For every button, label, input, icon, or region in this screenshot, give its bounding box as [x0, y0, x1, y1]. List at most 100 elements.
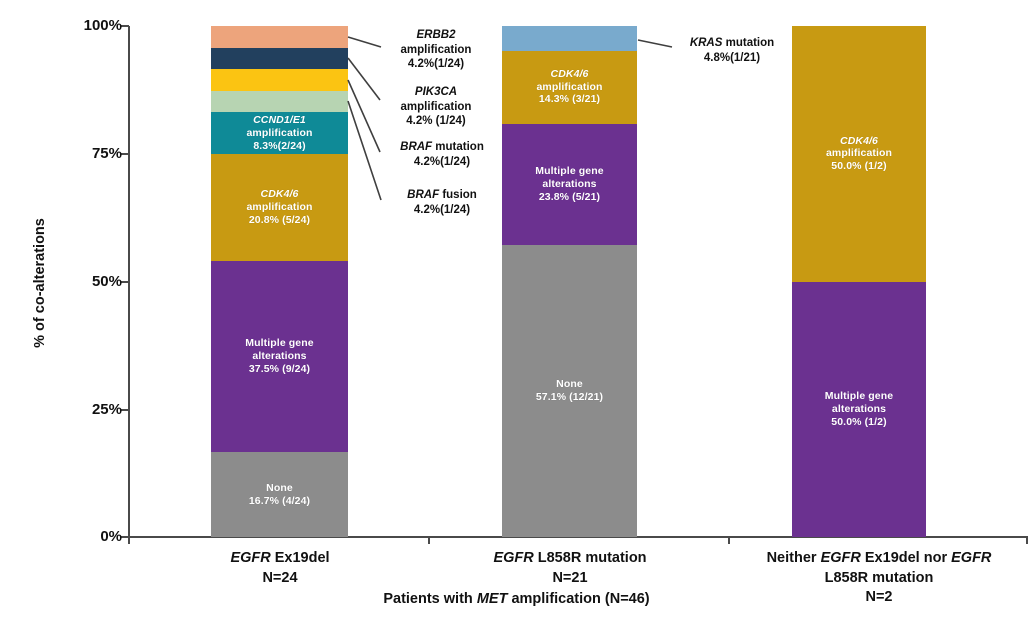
segment-label: CDK4/6 amplification 14.3% (3/21)	[534, 68, 604, 106]
callout-gene: PIK3CA	[414, 86, 458, 98]
y-tick-label-50: 50%	[91, 273, 122, 290]
segment-ccnd1-e1-amplification[interactable]: CCND1/E1 amplification 8.3%(2/24)	[211, 112, 348, 155]
segment-name-line2: alterations	[831, 402, 887, 415]
callout-gene: ERBB2	[416, 29, 456, 41]
segment-erbb2-amplification[interactable]	[211, 26, 348, 48]
segment-pct: 16.7% (4/24)	[248, 494, 311, 507]
segment-label: CDK4/6 amplification 20.8% (5/24)	[244, 188, 314, 226]
y-tick-0	[121, 536, 129, 538]
callout-gene: KRAS	[689, 37, 723, 49]
y-tick-label-0: 0%	[100, 528, 122, 545]
segment-cdk46-amplification[interactable]: CDK4/6 amplification 50.0% (1/2)	[792, 26, 926, 282]
segment-desc: amplification	[246, 126, 313, 139]
callout-braf-fusion: BRAF fusion 4.2%(1/24)	[381, 188, 503, 217]
callout-erbb2: ERBB2 amplification 4.2%(1/24)	[381, 28, 491, 72]
segment-multiple-gene-alterations[interactable]: Multiple gene alterations 37.5% (9/24)	[211, 260, 348, 453]
category-mid: Ex19del nor	[860, 550, 952, 566]
segment-name: None	[556, 378, 583, 391]
segment-pct: 50.0% (1/2)	[831, 160, 887, 173]
callout-desc: fusion	[442, 189, 477, 201]
segment-name-line2: alterations	[252, 350, 307, 363]
leader-kras	[637, 39, 673, 48]
segment-name: None	[266, 481, 293, 494]
segment-pct: 23.8% (5/21)	[538, 190, 601, 203]
x-axis-title-pre: Patients with	[383, 591, 477, 607]
y-axis-line	[128, 26, 130, 538]
category-n: N=2	[865, 589, 893, 606]
category-pre: Neither	[766, 550, 821, 566]
callout-gene: BRAF	[407, 189, 440, 201]
callout-pik3ca: PIK3CA amplification 4.2% (1/24)	[381, 85, 491, 129]
leader-braf-fusion	[347, 100, 382, 201]
segment-gene-name: CCND1/E1	[253, 114, 306, 126]
y-tick-100	[121, 25, 129, 27]
segment-pct: 57.1% (12/21)	[535, 391, 604, 404]
x-tick-right	[1026, 536, 1028, 544]
segment-gene-name: CDK4/6	[260, 188, 299, 201]
y-tick-label-25: 25%	[91, 401, 122, 418]
category-gene-2: EGFR	[951, 550, 992, 566]
segment-pct: 14.3% (3/21)	[538, 93, 601, 106]
y-tick-25	[121, 409, 129, 411]
segment-name-line1: Multiple gene	[824, 390, 894, 403]
callout-desc: amplification	[400, 100, 472, 113]
x-axis-title-post: amplification (N=46)	[507, 591, 650, 607]
category-gene: EGFR	[493, 550, 534, 566]
segment-none[interactable]: None 16.7% (4/24)	[211, 452, 348, 537]
callout-desc: mutation	[725, 37, 775, 49]
category-n: N=21	[552, 569, 588, 586]
segment-multiple-gene-alterations[interactable]: Multiple gene alterations 23.8% (5/21)	[502, 123, 637, 246]
callout-pct: 4.2% (1/24)	[406, 115, 466, 128]
y-axis-title: % of co-alterations	[32, 218, 48, 348]
segment-label: Multiple gene alterations 23.8% (5/21)	[533, 165, 605, 203]
leader-erbb2	[347, 36, 382, 48]
callout-desc: amplification	[400, 43, 472, 56]
x-tick-left	[128, 536, 130, 544]
segment-desc: amplification	[825, 147, 893, 160]
category-line2: L858R mutation	[824, 569, 934, 586]
segment-none[interactable]: None 57.1% (12/21)	[502, 245, 637, 537]
segment-label: CDK4/6 amplification 50.0% (1/2)	[824, 135, 894, 173]
category-gene-1: EGFR	[820, 550, 861, 566]
category-n: N=24	[262, 569, 298, 586]
segment-label: Multiple gene alterations 37.5% (9/24)	[243, 337, 315, 375]
segment-braf-fusion[interactable]	[211, 90, 348, 112]
category-label-egfr-ex19del: EGFR Ex19del N=24	[180, 549, 380, 588]
callout-pct: 4.8%(1/21)	[703, 51, 761, 64]
x-axis-title: Patients with MET amplification (N=46)	[0, 591, 1033, 607]
segment-multiple-gene-alterations[interactable]: Multiple gene alterations 50.0% (1/2)	[792, 281, 926, 537]
segment-braf-mutation[interactable]	[211, 69, 348, 91]
x-axis-line	[128, 536, 1028, 538]
callout-pct: 4.2%(1/24)	[413, 203, 471, 216]
callout-desc: mutation	[435, 141, 484, 153]
segment-kras-mutation[interactable]	[502, 26, 637, 51]
y-tick-label-75: 75%	[91, 145, 122, 162]
segment-gene-name: CDK4/6	[550, 67, 589, 80]
segment-name-line2: alterations	[542, 177, 597, 190]
category-label-egfr-l858r: EGFR L858R mutation N=21	[464, 549, 676, 588]
category-label-neither: Neither EGFR Ex19del nor EGFR L858R muta…	[731, 549, 1027, 608]
leader-braf-mutation	[347, 79, 381, 153]
segment-name-line1: Multiple gene	[245, 337, 314, 350]
category-gene: EGFR	[230, 550, 271, 566]
leader-pik3ca	[347, 57, 381, 101]
callout-kras: KRAS mutation 4.8%(1/21)	[668, 36, 796, 65]
segment-cdk46-amplification[interactable]: CDK4/6 amplification 14.3% (3/21)	[502, 50, 637, 124]
y-tick-50	[121, 281, 129, 283]
segment-label: Multiple gene alterations 50.0% (1/2)	[823, 390, 895, 428]
y-tick-label-100: 100%	[83, 17, 122, 34]
segment-name-line1: Multiple gene	[535, 165, 604, 178]
category-rest: L858R mutation	[533, 550, 647, 566]
segment-desc: amplification	[246, 201, 313, 214]
bar-egfr-ex19del[interactable]: CCND1/E1 amplification 8.3%(2/24) CDK4/6…	[211, 26, 348, 537]
y-tick-75	[121, 153, 129, 155]
segment-pik3ca-amplification[interactable]	[211, 47, 348, 69]
segment-cdk46-amplification[interactable]: CDK4/6 amplification 20.8% (5/24)	[211, 154, 348, 261]
bar-egfr-l858r[interactable]: CDK4/6 amplification 14.3% (3/21) Multip…	[502, 26, 637, 537]
x-axis-title-gene: MET	[476, 591, 508, 607]
segment-label: None 57.1% (12/21)	[534, 378, 605, 404]
segment-pct: 20.8% (5/24)	[248, 213, 311, 226]
x-tick-1	[428, 536, 430, 544]
bar-neither[interactable]: CDK4/6 amplification 50.0% (1/2) Multipl…	[792, 26, 926, 537]
